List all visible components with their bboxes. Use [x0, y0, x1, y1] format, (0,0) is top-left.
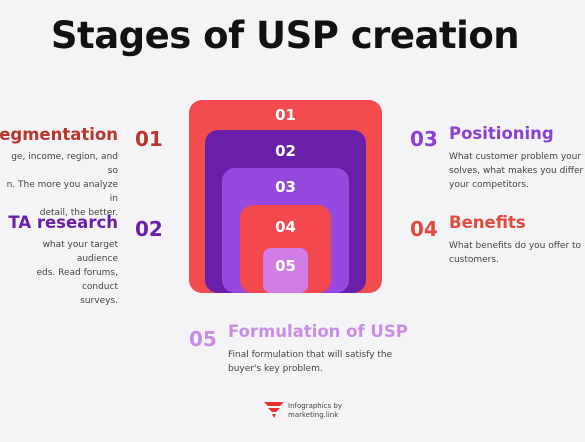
- stage-box-3-label: 03: [275, 178, 296, 196]
- stage-1-heading: segmentation: [0, 125, 118, 144]
- stage-3-desc-line: your competitors.: [449, 180, 529, 190]
- stage-3-heading: Positioning: [449, 124, 554, 143]
- stage-box-5: 05: [263, 248, 308, 293]
- stage-3-number: 03: [410, 127, 438, 151]
- stage-box-2-label: 02: [275, 142, 296, 160]
- stage-4-description: What benefits do you offer to customers.: [449, 239, 581, 267]
- stage-3-desc-line: What customer problem your: [449, 152, 582, 162]
- stage-2-desc-line: surveys.: [80, 296, 118, 306]
- stage-2-description: what your target audience eds. Read foru…: [0, 238, 118, 308]
- stage-5-heading: Formulation of USP: [228, 322, 408, 341]
- logo-credit-line: Infographics by: [288, 402, 342, 410]
- stage-5-description: Final formulation that will satisfy the …: [228, 348, 392, 376]
- page-title: Stages of USP creation: [50, 14, 520, 57]
- stage-3-desc-line: solves, what makes you differ: [449, 166, 584, 176]
- stage-4-desc-line: What benefits do you offer to: [449, 241, 582, 251]
- logo-credit: Infographics by marketing.link: [288, 402, 342, 420]
- stage-2-heading: TA research: [8, 213, 118, 232]
- stage-4-heading: Benefits: [449, 213, 526, 232]
- stage-box-5-label: 05: [275, 257, 296, 275]
- logo-credit-line: marketing.link: [288, 411, 339, 419]
- marketing-link-logo-icon: [264, 402, 284, 418]
- stage-1-desc-line: detail, the better.: [39, 208, 118, 218]
- stage-2-number: 02: [135, 217, 163, 241]
- stage-5-desc-line: buyer's key problem.: [228, 364, 323, 374]
- stage-1-desc-line: ge, income, region, and so: [11, 152, 118, 176]
- stage-5-desc-line: Final formulation that will satisfy the: [228, 350, 393, 360]
- stage-box-4-label: 04: [275, 218, 296, 236]
- stage-4-desc-line: customers.: [449, 255, 499, 265]
- stage-box-1-label: 01: [275, 106, 296, 124]
- stage-1-desc-line: n. The more you analyze in: [6, 180, 118, 204]
- stage-2-desc-line: what your target audience: [42, 240, 118, 264]
- stage-3-description: What customer problem your solves, what …: [449, 150, 583, 192]
- stage-2-desc-line: eds. Read forums, conduct: [36, 268, 118, 292]
- stage-1-number: 01: [135, 127, 163, 151]
- stage-5-number: 05: [189, 327, 217, 351]
- stage-4-number: 04: [410, 217, 438, 241]
- stage-1-description: ge, income, region, and so n. The more y…: [0, 150, 118, 220]
